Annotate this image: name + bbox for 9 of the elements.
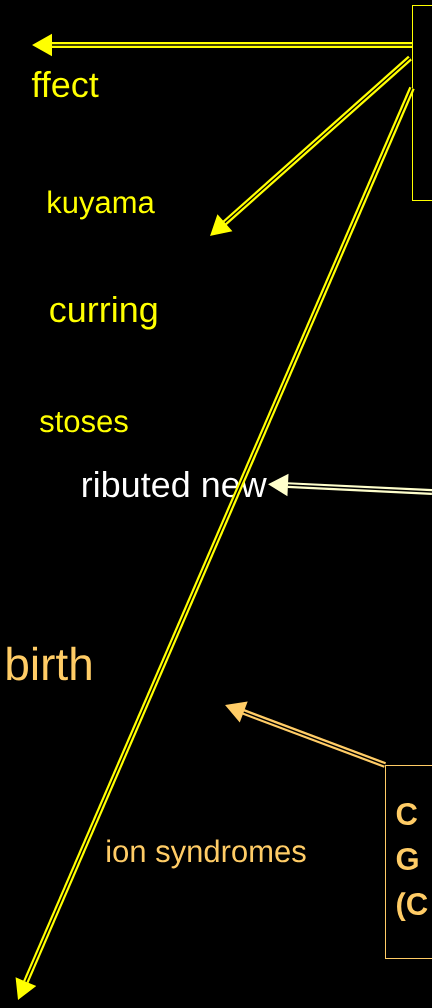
slide-text: kuyama	[48, 190, 155, 220]
arrow	[210, 55, 412, 236]
slide-text: ffect	[31, 70, 99, 98]
slide-text: curring	[50, 295, 157, 330]
slide-text: ion syndromes	[107, 839, 306, 869]
empty-box	[412, 5, 432, 201]
slide-text: birth	[7, 646, 91, 681]
slide-text: stoses	[40, 411, 128, 433]
text-box: C G (C	[385, 765, 432, 959]
